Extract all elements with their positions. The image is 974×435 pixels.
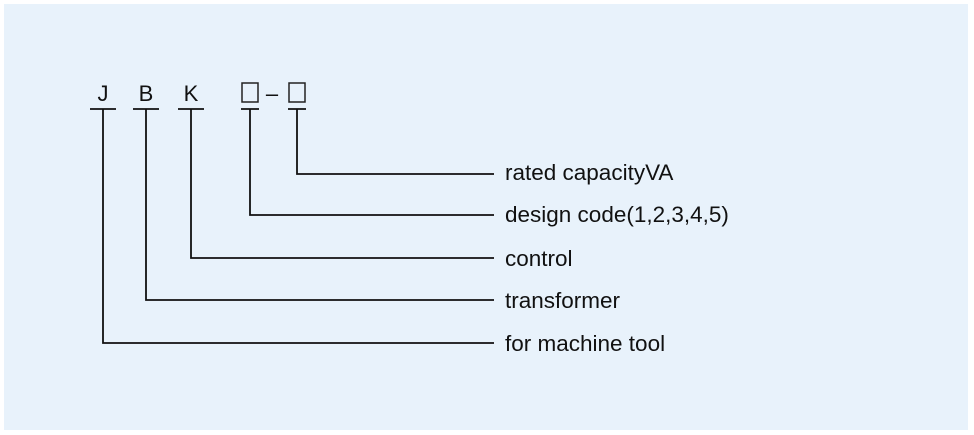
leader-line-rated-capacity	[296, 109, 494, 175]
leader-line-design-code	[249, 109, 494, 216]
design-code-placeholder-box	[241, 82, 259, 103]
label-design-code: design code(1,2,3,4,5)	[505, 202, 729, 227]
label-machine-tool: for machine tool	[505, 331, 665, 356]
leader-line-control	[190, 109, 494, 259]
capacity-placeholder-box	[288, 82, 306, 103]
code-letter-b: B	[139, 81, 154, 106]
label-control: control	[505, 246, 573, 271]
code-separator: –	[266, 81, 279, 106]
leader-line-machine-tool	[102, 109, 494, 344]
label-transformer: transformer	[505, 288, 621, 313]
code-letter-k: K	[184, 81, 199, 106]
code-letter-j: J	[98, 81, 109, 106]
diagram-panel	[4, 4, 968, 430]
leader-line-transformer	[145, 109, 494, 301]
label-rated-capacity: rated capacityVA	[505, 160, 673, 185]
